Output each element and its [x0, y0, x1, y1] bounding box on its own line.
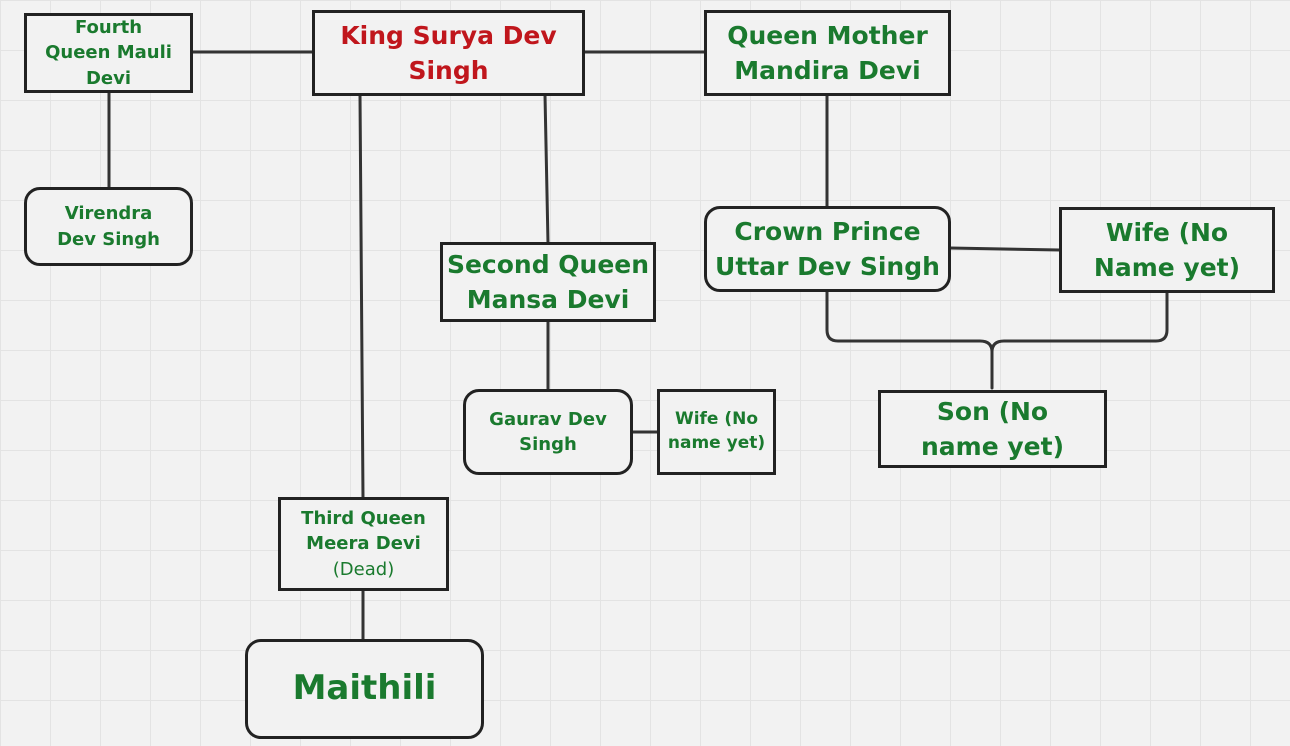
node-second-queen: Second Queen Mansa Devi [440, 242, 656, 322]
node-maithili-label: Maithili [292, 668, 437, 709]
node-crown-prince-label: Crown Prince Uttar Dev Singh [715, 217, 940, 281]
link-crown-prince-wife [948, 246, 1062, 252]
node-virendra-label: Virendra Dev Singh [57, 203, 160, 250]
node-crown-prince: Crown Prince Uttar Dev Singh [704, 206, 951, 292]
node-son: Son (No name yet) [878, 390, 1107, 468]
node-gaurav-label: Gaurav Dev Singh [489, 408, 607, 455]
node-son-label: Son (No name yet) [920, 397, 1064, 461]
node-gaurav: Gaurav Dev Singh [463, 389, 633, 475]
link-king-second-queen [543, 93, 550, 245]
node-second-queen-label: Second Queen Mansa Devi [446, 250, 650, 314]
node-third-queen: Third Queen Meera Devi (Dead) [278, 497, 449, 591]
node-virendra: Virendra Dev Singh [24, 187, 193, 266]
node-crown-prince-wife: Wife (No Name yet) [1059, 207, 1275, 293]
node-crown-prince-wife-label: Wife (No Name yet) [1093, 218, 1241, 282]
node-gaurav-wife-label: Wife (No name yet) [667, 409, 766, 453]
node-king-label: King Surya Dev Singh [340, 21, 557, 85]
node-third-queen-note: (Dead) [332, 558, 395, 580]
node-fourth-queen: Fourth Queen Mauli Devi [24, 13, 193, 93]
link-king-third-queen [358, 93, 365, 500]
link-couple-son [825, 289, 1169, 390]
node-third-queen-label: Third Queen Meera Devi [301, 508, 426, 555]
node-king: King Surya Dev Singh [312, 10, 585, 96]
node-gaurav-wife: Wife (No name yet) [657, 389, 776, 475]
node-fourth-queen-label: Fourth Queen Mauli Devi [45, 17, 172, 89]
node-queen-mother: Queen Mother Mandira Devi [704, 10, 951, 96]
node-queen-mother-label: Queen Mother Mandira Devi [727, 21, 928, 85]
node-maithili: Maithili [245, 639, 484, 739]
